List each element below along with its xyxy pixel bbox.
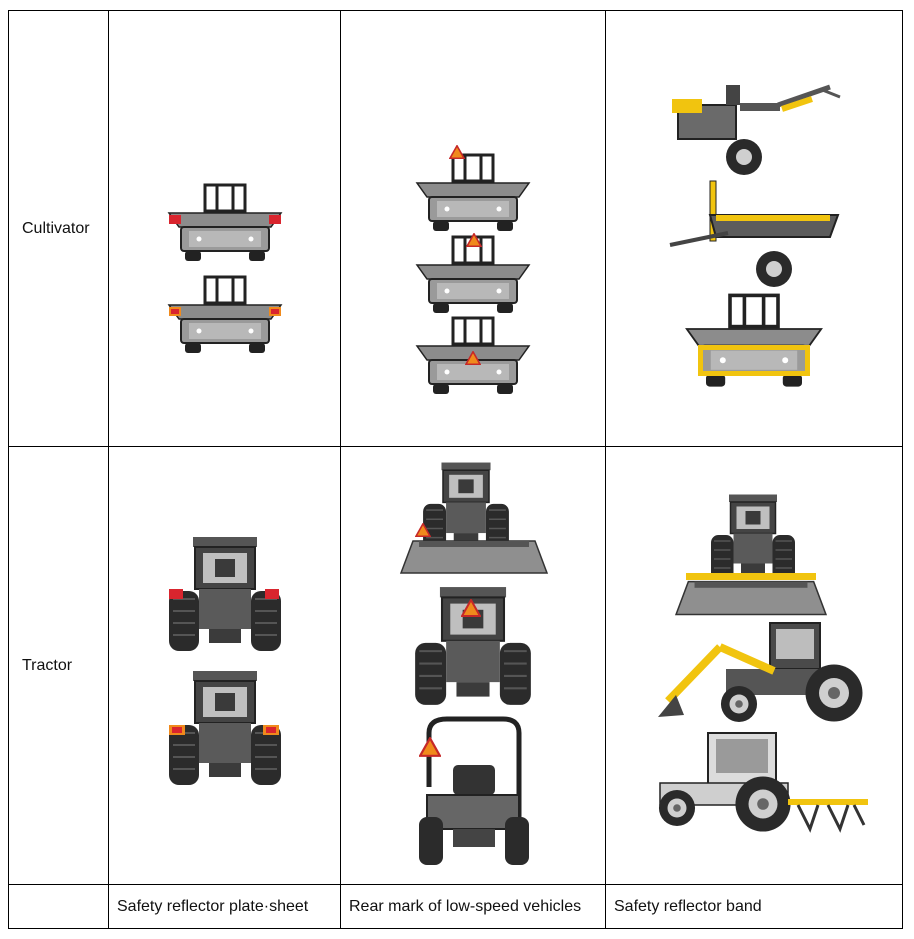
table-row: Tractor xyxy=(8,446,903,885)
cell-tractor-reflector-plate xyxy=(108,446,341,885)
tractor-rear-icon xyxy=(710,493,796,581)
reflector-table: Cultivator xyxy=(8,10,903,929)
cell-tractor-rear-mark xyxy=(340,446,606,885)
caption-reflector-band: Safety reflector band xyxy=(605,884,903,929)
tractor-rear-icon xyxy=(422,461,510,551)
tiller-implement-icon xyxy=(675,580,827,616)
tractor-rear-mark-illustration xyxy=(400,461,548,865)
cultivator-rear-icon xyxy=(167,183,283,263)
cultivator-rear-icon xyxy=(415,153,531,233)
cultivator-rear-icon xyxy=(684,293,824,389)
caption-rear-mark: Rear mark of low-speed vehicles xyxy=(340,884,606,929)
walking-tractor-icon xyxy=(672,84,841,175)
tractor-rear-icon xyxy=(168,670,282,786)
cell-cultivator-reflector-band xyxy=(605,10,903,447)
cultivator-rear-mark-illustration xyxy=(415,145,531,396)
table-row: Safety reflector plate·sheet Rear mark o… xyxy=(8,884,903,929)
empty-corner-cell xyxy=(8,884,109,929)
cultivator-rear-icon xyxy=(167,275,283,355)
slow-moving-triangle-icon xyxy=(449,145,465,159)
cell-tractor-reflector-band xyxy=(605,446,903,885)
cultivator-rear-icon xyxy=(415,235,531,315)
cell-cultivator-reflector-plate xyxy=(108,10,341,447)
plough-tractor-side-icon xyxy=(658,732,868,833)
tractor-reflector-band-illustration xyxy=(658,493,868,833)
row-label-tractor: Tractor xyxy=(8,446,109,885)
table-row: Cultivator xyxy=(8,10,903,447)
tiller-implement-icon xyxy=(400,540,548,574)
slow-moving-triangle-icon xyxy=(419,737,441,757)
row-label-cultivator: Cultivator xyxy=(8,10,109,447)
cell-cultivator-rear-mark xyxy=(340,10,606,447)
compact-tractor-rear-icon xyxy=(419,716,529,865)
cultivator-reflector-band-illustration xyxy=(669,84,841,389)
cultivator-reflector-plate-illustration xyxy=(167,183,283,355)
reflector-band xyxy=(686,573,816,580)
caption-safety-reflector-plate: Safety reflector plate·sheet xyxy=(108,884,341,929)
trailer-side-icon xyxy=(669,180,840,287)
loader-tractor-side-icon xyxy=(658,622,863,723)
tractor-rear-icon xyxy=(168,536,282,652)
tractor-reflector-plate-illustration xyxy=(168,536,282,786)
